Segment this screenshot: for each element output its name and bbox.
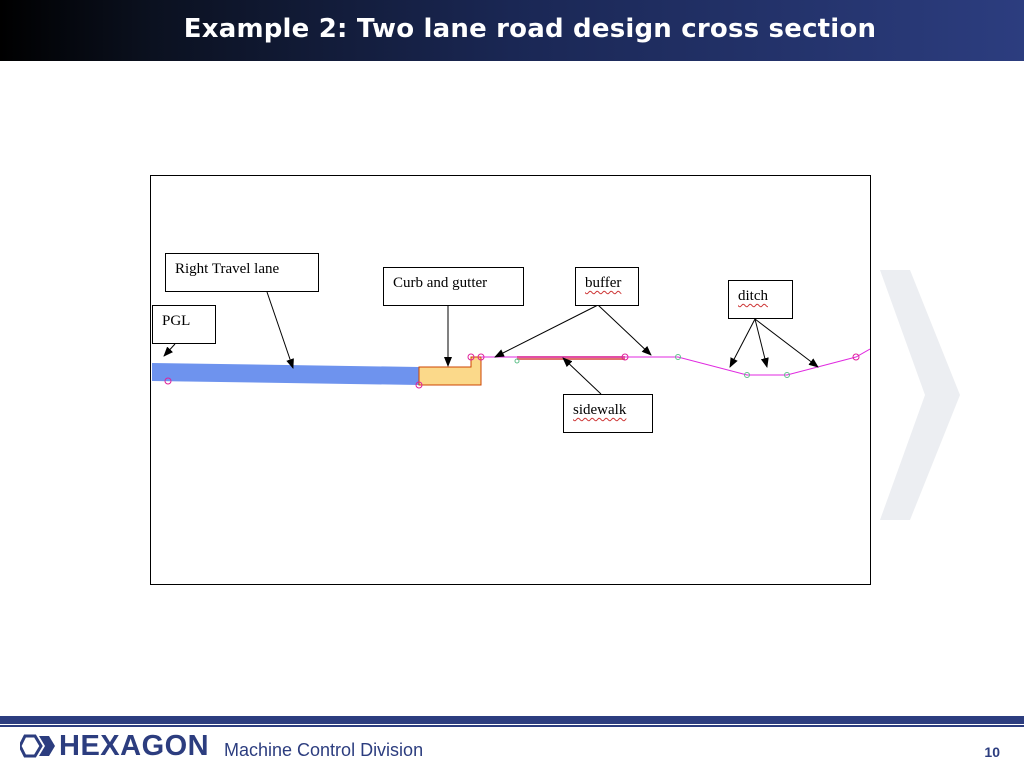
label-sidewalk: sidewalk: [563, 394, 653, 433]
point-marker: [415, 381, 423, 389]
arrow-buffer-left: [494, 304, 599, 358]
label-buffer: buffer: [575, 267, 639, 306]
arrow-pgl: [163, 343, 176, 357]
point-marker: [514, 358, 520, 364]
arrow-sidewalk: [562, 357, 602, 395]
label-ditch-text: ditch: [738, 288, 768, 304]
brand-wordmark: HEXAGON: [59, 730, 210, 762]
arrow-ditch-2: [754, 318, 769, 368]
label-ditch: ditch: [728, 280, 793, 319]
point-marker: [852, 353, 860, 361]
division-name: Machine Control Division: [224, 740, 424, 760]
label-curb-and-gutter-text: Curb and gutter: [393, 275, 488, 291]
title-bar: [0, 0, 1024, 61]
cross-section-diagram: Right Travel lane PGL Curb and gutter bu…: [150, 175, 871, 585]
hexagon-chevron-logo-icon: [20, 734, 55, 758]
cross-section-drawing: [152, 291, 870, 395]
label-curb-and-gutter: Curb and gutter: [383, 267, 524, 306]
point-marker: [164, 377, 172, 385]
label-right-travel-lane: Right Travel lane: [165, 253, 319, 292]
arrow-ditch-1: [729, 318, 756, 368]
arrow-ditch-3: [754, 318, 819, 368]
arrow-right-travel-lane: [266, 291, 294, 369]
label-pgl: PGL: [152, 305, 216, 344]
point-marker: [621, 353, 629, 361]
point-markers: [164, 353, 860, 389]
label-pgl-text: PGL: [162, 313, 191, 329]
point-marker: [744, 372, 750, 378]
point-marker: [467, 353, 475, 361]
page-number: 10: [984, 744, 1000, 760]
curb-gutter-shape: [418, 356, 482, 386]
callout-arrows: [163, 291, 819, 395]
label-sidewalk-text: sidewalk: [573, 402, 627, 418]
ground-line: [481, 348, 870, 376]
point-marker: [477, 353, 485, 361]
background-chevron-icon: [880, 270, 960, 520]
footer-rule: [0, 716, 1024, 724]
travel-lane-shape: [152, 363, 419, 385]
slide-title: Example 2: Two lane road design cross se…: [183, 14, 877, 44]
arrow-buffer-right: [597, 304, 652, 356]
label-right-travel-lane-text: Right Travel lane: [175, 261, 280, 277]
point-marker: [784, 372, 790, 378]
point-marker: [675, 354, 681, 360]
label-buffer-text: buffer: [585, 275, 622, 291]
footer-rule-thin: [0, 725, 1024, 727]
